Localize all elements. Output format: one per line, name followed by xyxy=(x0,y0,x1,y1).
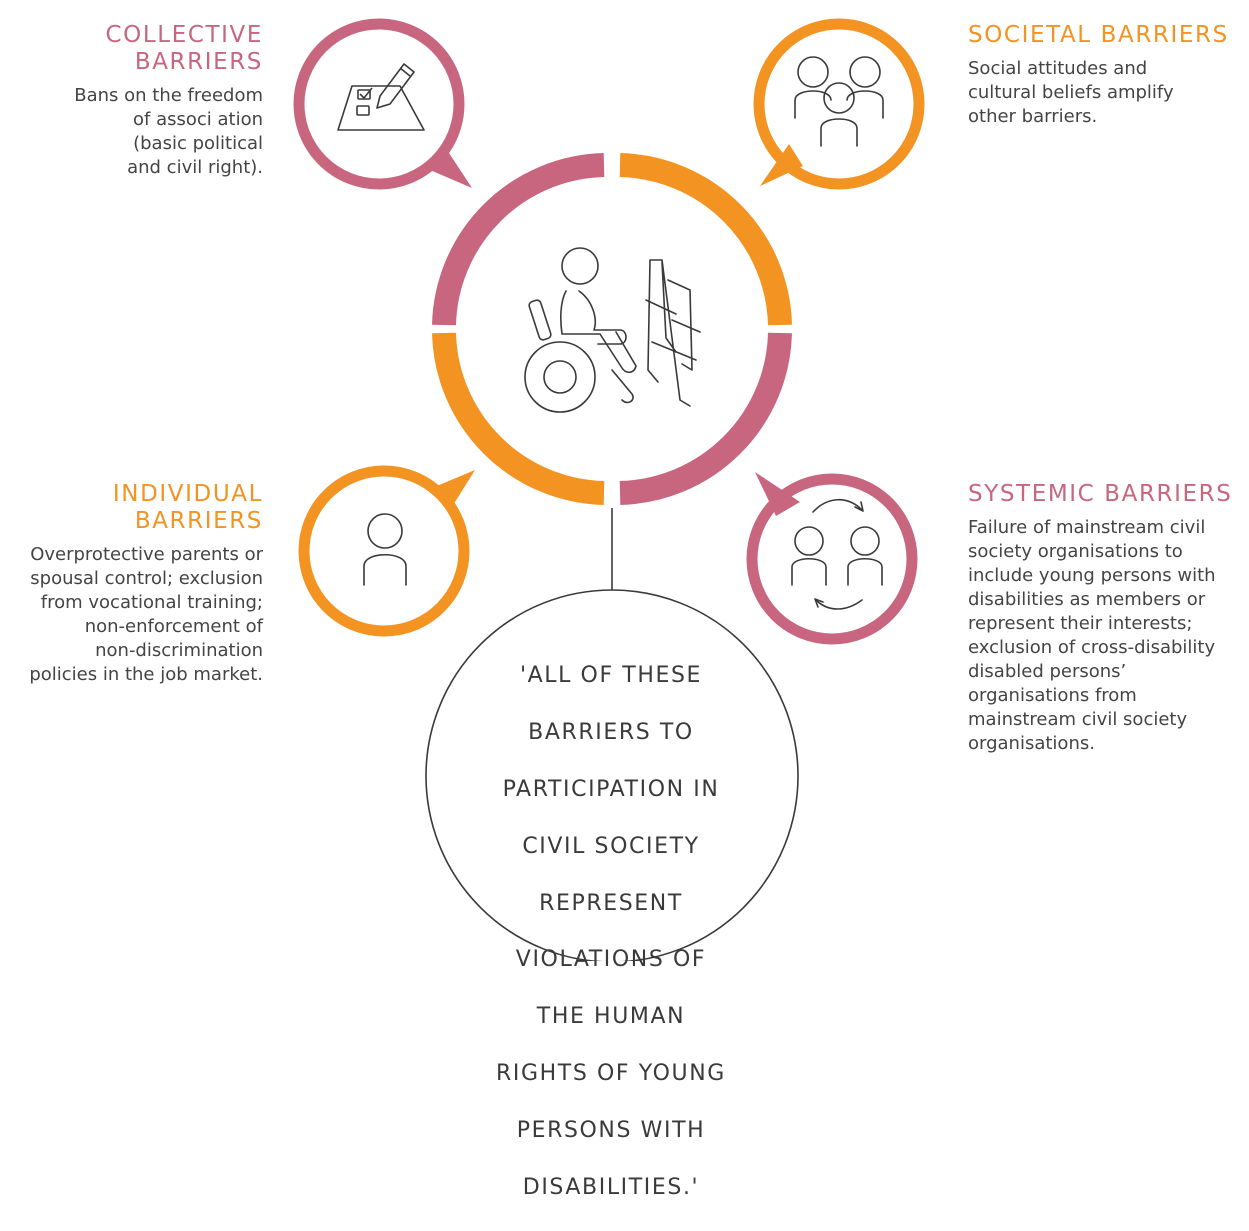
collective-text: COLLECTIVE BARRIERS Bans on the freedom … xyxy=(30,22,263,180)
systemic-heading-line: SYSTEMIC BARRIERS xyxy=(968,481,1233,507)
collective-heading-line-1: COLLECTIVE xyxy=(105,22,263,48)
individual-description: Overprotective parents or spousal contro… xyxy=(4,543,263,687)
ring-segment-bottom-left xyxy=(432,332,605,505)
group-people-icon xyxy=(794,56,884,147)
collective-description: Bans on the freedom of associ ation (bas… xyxy=(30,84,263,180)
systemic-desc-line: society organisations to xyxy=(968,541,1183,562)
quote-line: DISABILITIES.' xyxy=(522,1174,700,1200)
collective-desc-line: of associ ation xyxy=(133,109,263,130)
quote-line: PARTICIPATION IN xyxy=(502,777,720,803)
systemic-bubble xyxy=(746,472,918,645)
societal-heading: SOCIETAL BARRIERS xyxy=(968,22,1238,49)
quote-line: 'ALL OF THESE xyxy=(519,663,703,689)
individual-heading: INDIVIDUAL BARRIERS xyxy=(4,481,263,535)
systemic-desc-line: mainstream civil society xyxy=(968,709,1188,730)
barriers-diagram xyxy=(293,18,925,961)
single-person-icon xyxy=(363,513,407,586)
systemic-desc-line: exclusion of cross-disability xyxy=(968,637,1216,658)
ring-segment-top-left xyxy=(432,153,605,326)
individual-desc-line: non-enforcement of xyxy=(84,616,263,637)
individual-bubble xyxy=(298,465,475,637)
collective-heading: COLLECTIVE BARRIERS xyxy=(30,22,263,76)
systemic-heading: SYSTEMIC BARRIERS xyxy=(968,481,1244,508)
systemic-desc-line: disabilities as members or xyxy=(968,589,1206,610)
quote-line: REPRESENT xyxy=(539,890,683,916)
individual-heading-line-1: INDIVIDUAL xyxy=(112,481,263,507)
societal-text: SOCIETAL BARRIERS Social attitudes and c… xyxy=(968,22,1238,129)
individual-desc-line: non-discrimination xyxy=(95,640,263,661)
societal-desc-line: cultural beliefs amplify xyxy=(968,82,1174,103)
collective-bubble xyxy=(293,18,472,190)
ballot-checklist-icon xyxy=(337,63,425,131)
quote-text: 'ALL OF THESE BARRIERS TO PARTICIPATION … xyxy=(482,634,740,1231)
cycle-people-icon xyxy=(791,498,883,610)
center-ring xyxy=(432,153,792,505)
individual-text: INDIVIDUAL BARRIERS Overprotective paren… xyxy=(4,481,263,687)
systemic-desc-line: Failure of mainstream civil xyxy=(968,517,1206,538)
individual-desc-line: from vocational training; xyxy=(40,592,263,613)
wheelchair-user-barrier-icon xyxy=(524,247,701,413)
societal-desc-line: other barriers. xyxy=(968,106,1098,127)
societal-desc-line: Social attitudes and xyxy=(968,58,1148,79)
systemic-desc-line: disabled persons’ xyxy=(968,661,1127,682)
quote-line: CIVIL SOCIETY xyxy=(522,833,700,859)
systemic-description: Failure of mainstream civil society orga… xyxy=(968,516,1244,756)
systemic-desc-line: organisations. xyxy=(968,733,1095,754)
systemic-desc-line: organisations from xyxy=(968,685,1137,706)
individual-desc-line: spousal control; exclusion xyxy=(30,568,263,589)
systemic-desc-line: include young persons with xyxy=(968,565,1216,586)
quote-circle xyxy=(425,589,799,961)
individual-desc-line: policies in the job market. xyxy=(29,664,263,685)
societal-heading-line: SOCIETAL BARRIERS xyxy=(968,22,1229,48)
systemic-text: SYSTEMIC BARRIERS Failure of mainstream … xyxy=(968,481,1244,756)
individual-desc-line: Overprotective parents or xyxy=(30,544,263,565)
quote-line: RIGHTS OF YOUNG xyxy=(496,1061,726,1087)
ring-segment-bottom-right xyxy=(619,332,792,505)
individual-heading-line-2: BARRIERS xyxy=(134,508,263,534)
collective-heading-line-2: BARRIERS xyxy=(134,49,263,75)
quote-line: PERSONS WITH xyxy=(516,1117,706,1143)
quote-line: THE HUMAN xyxy=(536,1004,686,1030)
collective-desc-line: and civil right). xyxy=(127,157,263,178)
collective-desc-line: Bans on the freedom xyxy=(74,85,263,106)
collective-desc-line: (basic political xyxy=(133,133,263,154)
quote-line: BARRIERS TO xyxy=(528,720,694,746)
societal-description: Social attitudes and cultural beliefs am… xyxy=(968,57,1238,129)
systemic-desc-line: represent their interests; xyxy=(968,613,1193,634)
ring-segment-top-right xyxy=(619,153,792,326)
societal-bubble xyxy=(753,18,925,190)
